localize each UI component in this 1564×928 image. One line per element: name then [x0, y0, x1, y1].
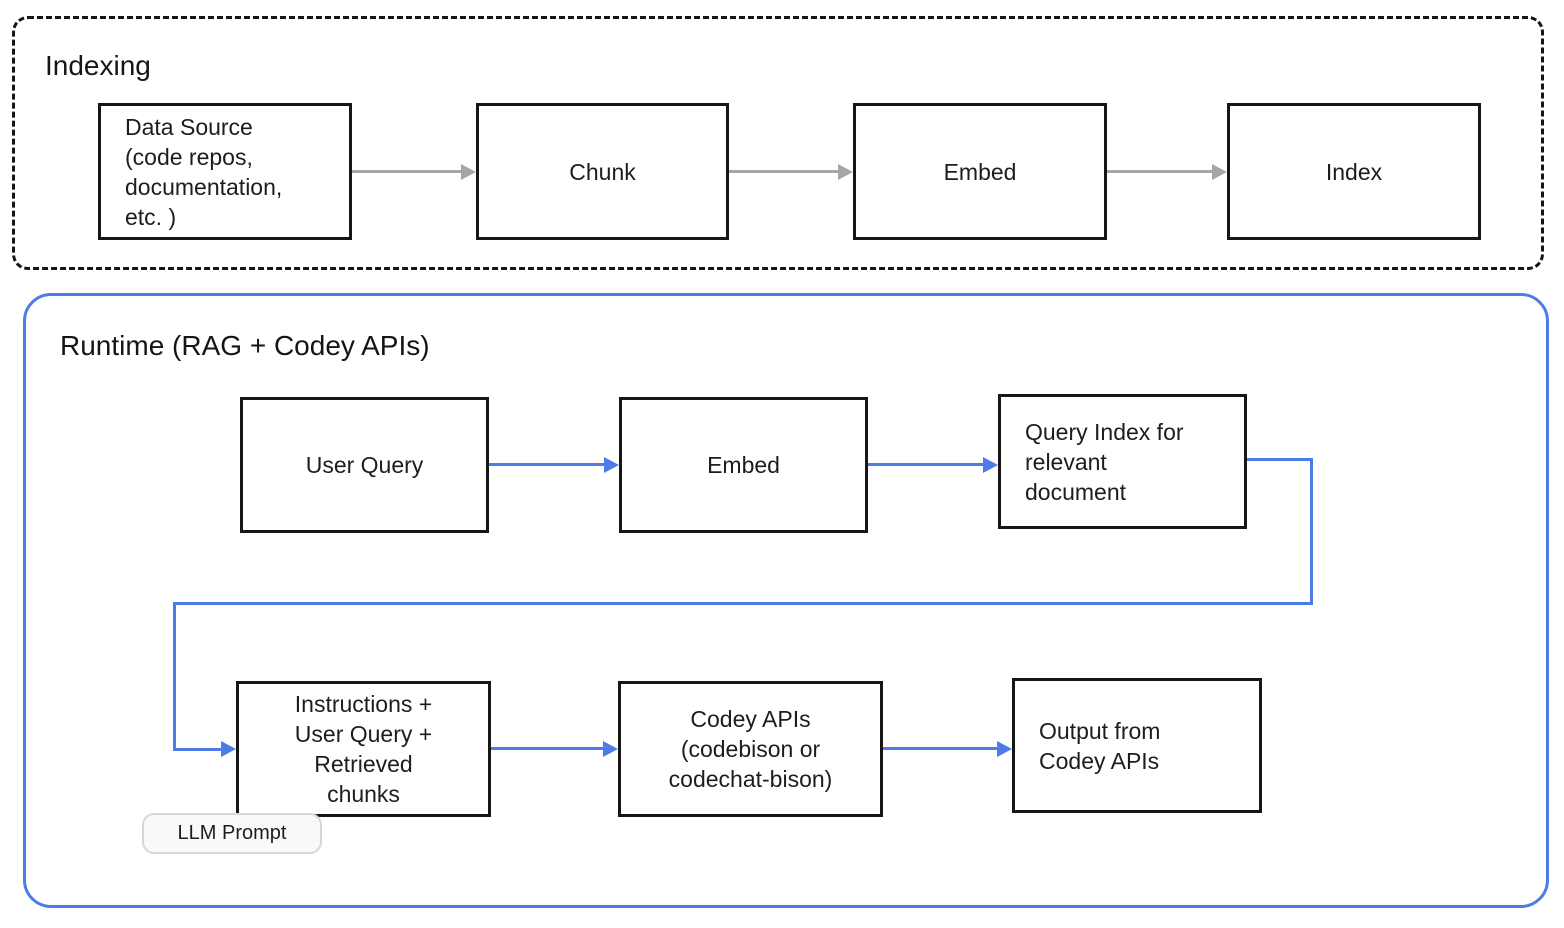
arrow-head-icon	[1212, 164, 1227, 180]
arrow-head-icon	[603, 741, 618, 757]
indexing-section-title: Indexing	[45, 50, 151, 81]
arrow-shaft	[352, 170, 463, 173]
arrow-head-icon	[461, 164, 476, 180]
arrow-embed-to-query-index	[868, 457, 998, 473]
arrow-data-source-to-chunk	[352, 164, 476, 180]
connector-arrow-head-icon	[221, 741, 236, 757]
node-output-codey-apis: Output from Codey APIs	[1012, 678, 1262, 813]
runtime-section-title: Runtime (RAG + Codey APIs)	[60, 330, 430, 361]
node-instructions-prompt: Instructions + User Query + Retrieved ch…	[236, 681, 491, 817]
connector-query-index-segment	[173, 602, 1313, 605]
arrow-user-query-to-embed	[489, 457, 619, 473]
arrow-codey-to-output	[883, 741, 1012, 757]
arrow-head-icon	[604, 457, 619, 473]
arrow-shaft	[1107, 170, 1214, 173]
node-data-source: Data Source (code repos, documentation, …	[98, 103, 352, 240]
arrow-shaft	[883, 747, 999, 750]
node-index: Index	[1227, 103, 1481, 240]
arrow-head-icon	[983, 457, 998, 473]
arrow-instructions-to-codey	[491, 741, 618, 757]
arrow-chunk-to-embed	[729, 164, 853, 180]
arrow-head-icon	[997, 741, 1012, 757]
runtime-section	[23, 293, 1549, 908]
arrow-shaft	[729, 170, 840, 173]
arrow-shaft	[868, 463, 985, 466]
indexing-section	[12, 16, 1544, 270]
node-chunk: Chunk	[476, 103, 729, 240]
connector-query-index-segment	[173, 602, 176, 750]
connector-query-index-segment	[1247, 458, 1313, 461]
connector-query-index-segment	[1310, 458, 1313, 605]
arrow-shaft	[491, 747, 605, 750]
arrow-shaft	[489, 463, 606, 466]
llm-prompt-tag: LLM Prompt	[142, 813, 322, 854]
node-codey-apis: Codey APIs (codebison or codechat-bison)	[618, 681, 883, 817]
connector-query-index-segment	[173, 748, 223, 751]
node-user-query: User Query	[240, 397, 489, 533]
arrow-head-icon	[838, 164, 853, 180]
arrow-embed-to-index	[1107, 164, 1227, 180]
node-embed-runtime: Embed	[619, 397, 868, 533]
node-query-index: Query Index for relevant document	[998, 394, 1247, 529]
node-embed-indexing: Embed	[853, 103, 1107, 240]
